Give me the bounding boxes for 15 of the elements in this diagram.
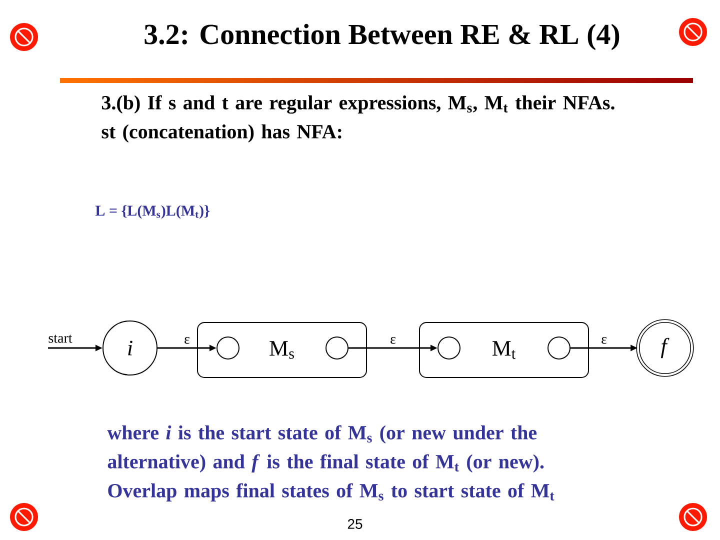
start-label: start bbox=[48, 334, 72, 343]
description-text: 3.(b) If s and t are regular expressions, M$_{s}$, M$_{t}$ their NFAs. st (concatenation) has NFA: bbox=[102, 95, 614, 143]
edge-label: ε bbox=[602, 337, 607, 344]
automaton-box: M$_{s}$ bbox=[197, 322, 367, 378]
edge-label: ε bbox=[184, 337, 190, 344]
state-circle bbox=[548, 336, 570, 360]
title: 3.2: Connection Between RE & RL (4) bbox=[144, 24, 620, 50]
language-formula: L = {L(M$_{s}$)L(M$_{t}$)} bbox=[95, 205, 210, 219]
explanation-text: where i is the start state of M$_{s}$ (or new under the alternative) and f is the final state of M$_{t}$ (or new). Overlap maps final states of M$_{s}$ to start state of M$_{t}$ bbox=[107, 425, 554, 502]
state-circle bbox=[438, 336, 460, 360]
automaton-box: M$_{t}$ bbox=[419, 322, 589, 378]
edge-label: ε bbox=[390, 337, 396, 344]
state-circle bbox=[216, 336, 240, 360]
page-number: 25 bbox=[348, 519, 362, 529]
state-circle bbox=[326, 336, 348, 360]
